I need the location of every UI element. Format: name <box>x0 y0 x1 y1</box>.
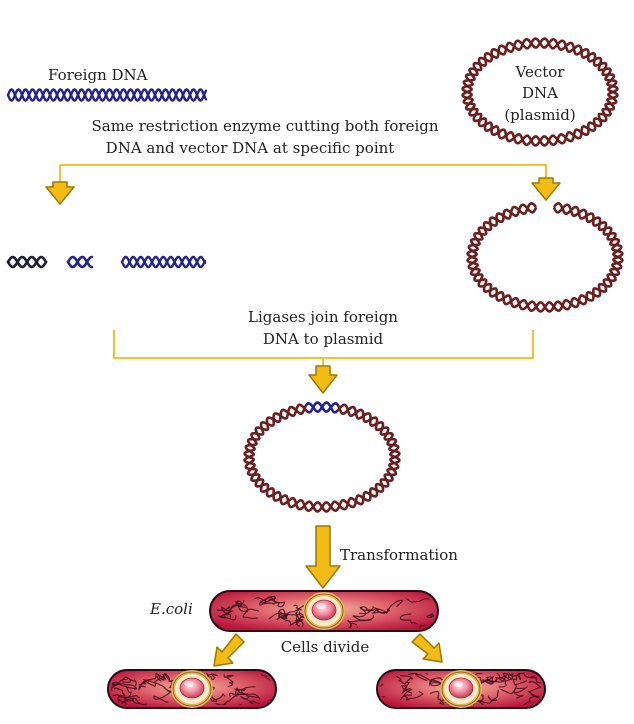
step1-bracket <box>59 164 547 182</box>
step2-text-line1: Ligases join foreign <box>248 308 398 326</box>
cut-foreign-dna-fragments <box>6 255 207 269</box>
cut-plasmid <box>466 201 624 313</box>
step2-text-line2: DNA to plasmid <box>263 330 384 348</box>
step2-bracket <box>113 330 534 366</box>
vector-label-line2: DNA <box>522 84 558 102</box>
foreign-dna-label: Foreign DNA <box>48 66 148 84</box>
down-arrow-icon <box>308 365 338 394</box>
recombinant-plasmid <box>243 401 401 513</box>
foreign-dna-strand <box>6 88 208 102</box>
vector-label-line1: Vector <box>515 63 566 81</box>
down-arrow-icon <box>531 177 561 201</box>
down-arrow-icon <box>45 181 75 205</box>
step1-text-line1: Same restriction enzyme cutting both for… <box>91 117 438 135</box>
diagonal-arrow-icon <box>213 633 245 667</box>
daughter-cell-left <box>107 669 277 709</box>
step1-text-line2: DNA and vector DNA at specific point <box>106 139 395 157</box>
ecoli-cell <box>209 590 439 632</box>
transformation-label: Transformation <box>340 546 458 564</box>
vector-label-line3: (plasmid) <box>504 106 575 124</box>
ecoli-label: E.coli <box>149 600 193 618</box>
daughter-cell-right <box>376 669 546 709</box>
down-arrow-icon <box>305 525 341 589</box>
vector-plasmid <box>461 37 619 147</box>
cells-divide-label: Cells divide <box>281 638 370 656</box>
diagonal-arrow-icon <box>411 633 443 663</box>
